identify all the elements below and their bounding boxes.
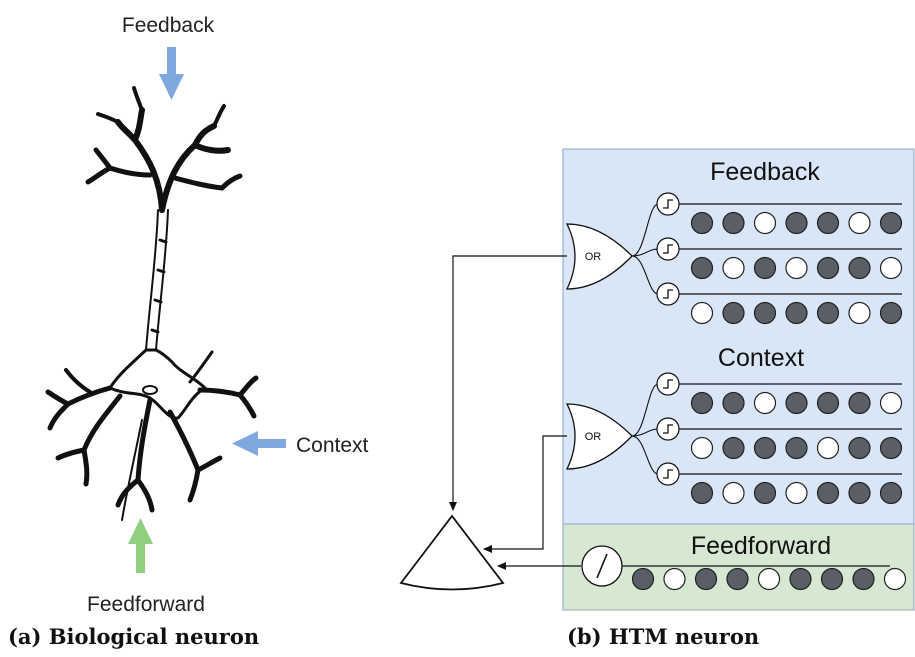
step-function-icon <box>663 199 673 209</box>
context-synapse <box>690 436 714 460</box>
context-synapse <box>722 391 745 415</box>
context-synapse <box>785 436 808 460</box>
context-synapse <box>690 391 714 415</box>
context-gate-wire <box>631 428 659 437</box>
linear-slash-icon <box>596 553 608 579</box>
feedback-synapse <box>690 301 714 325</box>
feedforward-synapse <box>726 567 749 591</box>
step-function-icon <box>663 379 673 389</box>
context-synapse <box>848 391 871 415</box>
context-synapse <box>879 481 903 505</box>
feedback-synapse <box>848 301 871 325</box>
feedback-synapse <box>785 301 808 325</box>
cell-body-triangle <box>399 514 505 591</box>
feedback-synapse <box>879 211 903 235</box>
feedback-synapse <box>753 211 777 235</box>
neuron-illustration <box>45 86 259 521</box>
htm-neuron-panel: Feedback Context Feedforward OR OR <box>399 148 915 611</box>
feedback-synapse <box>816 211 840 235</box>
feedback-synapse <box>722 256 745 280</box>
feedback-gate-wire <box>631 248 659 257</box>
feedforward-synapse <box>663 567 686 591</box>
feedback-synapse <box>722 211 745 235</box>
context-synapse <box>816 391 840 415</box>
context-dendrite-group <box>631 372 903 505</box>
feedback-gate-wire <box>631 255 659 295</box>
feedforward-synapse <box>852 567 875 591</box>
context-gate-wire <box>631 435 659 475</box>
feedforward-synapse <box>820 567 844 591</box>
step-function-icon <box>663 289 673 299</box>
feedback-synapse <box>848 211 871 235</box>
feedforward-synapse <box>757 567 781 591</box>
feedforward-sum-unit <box>581 545 623 587</box>
feedback-synapse <box>816 301 840 325</box>
caption-a: (a) Biological neuron <box>8 624 259 649</box>
context-synapse <box>753 436 777 460</box>
bio-feedback-label: Feedback <box>122 14 215 37</box>
feedback-synapse <box>879 301 903 325</box>
feedback-synapse <box>690 211 714 235</box>
feedback-synapse <box>753 256 777 280</box>
context-synapse <box>722 481 745 505</box>
context-to-cell-wire <box>483 435 567 553</box>
context-synapse <box>785 391 808 415</box>
htm-feedback-label: Feedback <box>710 158 820 186</box>
bio-feedforward-arrow <box>128 518 153 573</box>
feedback-to-cell-wire <box>449 255 567 511</box>
feedback-or-gate: OR <box>565 223 633 290</box>
context-synapse <box>879 391 903 415</box>
feedforward-synapse <box>883 567 907 591</box>
feedforward-input-group <box>622 565 907 591</box>
context-synapse <box>816 436 840 460</box>
context-or-label: OR <box>585 431 602 443</box>
feedback-synapse <box>816 256 840 280</box>
feedback-synapse <box>848 256 871 280</box>
feedback-synapse <box>690 256 714 280</box>
htm-feedforward-label: Feedforward <box>691 532 831 560</box>
htm-context-label: Context <box>718 344 804 372</box>
feedforward-synapse <box>631 567 655 591</box>
bio-context-arrow <box>232 431 286 456</box>
bio-feedforward-label: Feedforward <box>87 593 205 616</box>
bio-context-label: Context <box>296 434 369 457</box>
context-synapse <box>879 436 903 460</box>
feedback-synapse <box>785 256 808 280</box>
dendrite-region <box>562 148 915 525</box>
feedforward-synapse <box>789 567 812 591</box>
feedback-or-label: OR <box>585 251 602 263</box>
feedback-synapse <box>753 301 777 325</box>
feedforward-synapse <box>694 567 718 591</box>
caption-b: (b) HTM neuron <box>567 624 759 649</box>
step-function-icon <box>663 469 673 479</box>
feedback-synapse <box>879 256 903 280</box>
step-function-icon <box>663 424 673 434</box>
context-synapse <box>785 481 808 505</box>
context-synapse <box>690 481 714 505</box>
context-synapse <box>816 481 840 505</box>
step-function-icon <box>663 244 673 254</box>
context-or-gate: OR <box>565 403 633 470</box>
feedback-synapse <box>785 211 808 235</box>
feedback-synapse <box>722 301 745 325</box>
context-synapse <box>753 391 777 415</box>
biological-neuron-panel: Feedback <box>45 14 369 616</box>
bio-feedback-arrow <box>159 47 184 100</box>
feedback-gate-wire <box>631 203 659 257</box>
context-synapse <box>753 481 777 505</box>
context-synapse <box>848 481 871 505</box>
context-gate-wire <box>631 383 659 437</box>
context-synapse <box>848 436 871 460</box>
context-synapse <box>722 436 745 460</box>
feedback-dendrite-group <box>631 192 903 325</box>
